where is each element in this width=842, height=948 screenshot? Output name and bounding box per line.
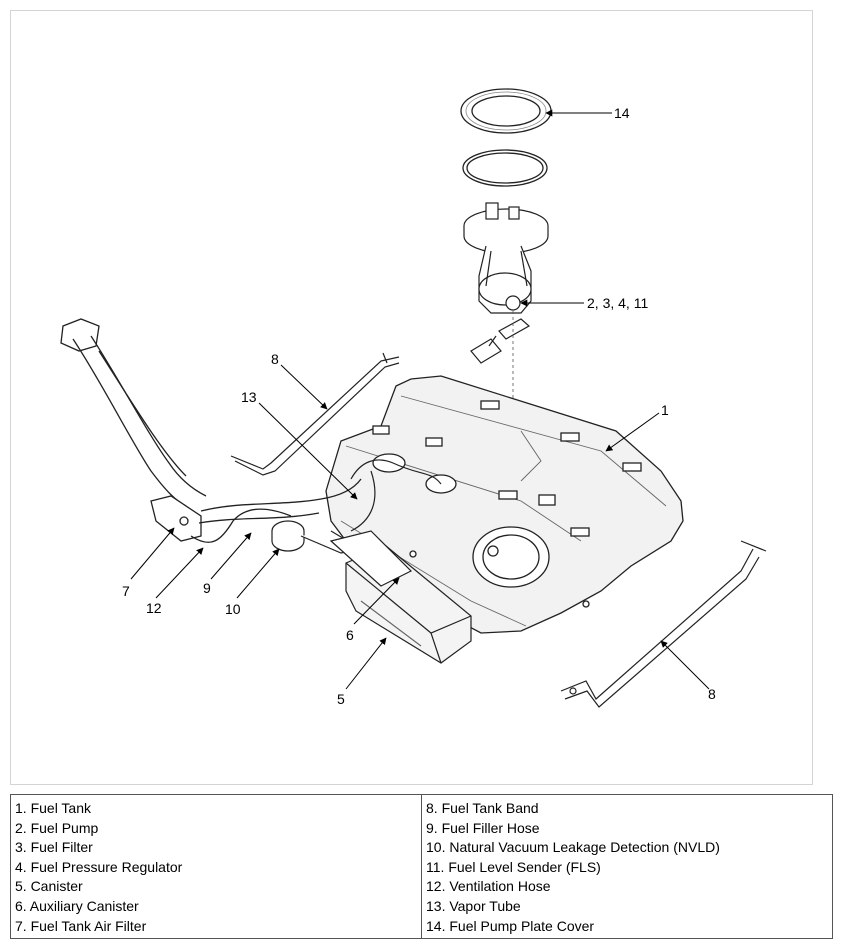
legend-item: 6. Auxiliary Canister — [15, 897, 139, 914]
legend-item: 13. Vapor Tube — [426, 897, 521, 914]
callout-14: 14 — [614, 105, 630, 121]
fuel-tank — [325, 375, 684, 634]
callout-2-3-4-11: 2, 3, 4, 11 — [587, 295, 648, 311]
fuel-tank-band-right — [560, 540, 767, 708]
legend-item: 3. Fuel Filter — [15, 839, 93, 856]
leader-lines — [130, 109, 710, 690]
legend-item: 12. Ventilation Hose — [426, 878, 551, 895]
callout-8-right: 8 — [708, 686, 716, 702]
legend-item: 10. Natural Vacuum Leakage Detection (NV… — [426, 839, 720, 856]
legend-item: 4. Fuel Pressure Regulator — [15, 858, 183, 875]
fuel-filler-neck — [60, 318, 362, 543]
exploded-view-drawing: 14 2, 3, 4, 11 1 8 13 7 12 9 10 6 5 8 — [60, 88, 767, 708]
legend-column-left: 1. Fuel Tank 2. Fuel Pump 3. Fuel Filter… — [11, 795, 422, 938]
callout-5: 5 — [337, 691, 345, 707]
legend-item: 7. Fuel Tank Air Filter — [15, 917, 147, 934]
legend-item: 2. Fuel Pump — [15, 819, 99, 836]
callout-10: 10 — [225, 601, 241, 617]
callout-8-top: 8 — [271, 351, 279, 367]
fuel-pump-plate-cover — [460, 88, 552, 134]
fuel-pump-module — [463, 202, 549, 364]
legend-item: 14. Fuel Pump Plate Cover — [426, 917, 595, 934]
vapor-tube — [350, 459, 442, 485]
legend-item: 8. Fuel Tank Band — [426, 800, 539, 816]
callout-12: 12 — [146, 600, 162, 616]
legend-column-right: 8. Fuel Tank Band 9. Fuel Filler Hose 10… — [422, 795, 832, 938]
canister — [329, 530, 472, 664]
legend-item: 1. Fuel Tank — [15, 800, 92, 816]
legend-item: 9. Fuel Filler Hose — [426, 819, 540, 836]
callout-1: 1 — [661, 402, 669, 418]
callout-6: 6 — [346, 627, 354, 643]
parts-legend-table: 1. Fuel Tank 2. Fuel Pump 3. Fuel Filter… — [10, 794, 833, 939]
legend-item: 11. Fuel Level Sender (FLS) — [426, 858, 601, 875]
fuel-tank-band-top — [230, 352, 400, 476]
callout-9: 9 — [203, 580, 211, 596]
fuel-system-diagram: 14 2, 3, 4, 11 1 8 13 7 12 9 10 6 5 8 — [10, 10, 813, 785]
legend-item: 5. Canister — [15, 878, 83, 895]
callout-7: 7 — [122, 583, 130, 599]
callout-13: 13 — [241, 389, 257, 405]
gasket-ring — [462, 149, 548, 187]
